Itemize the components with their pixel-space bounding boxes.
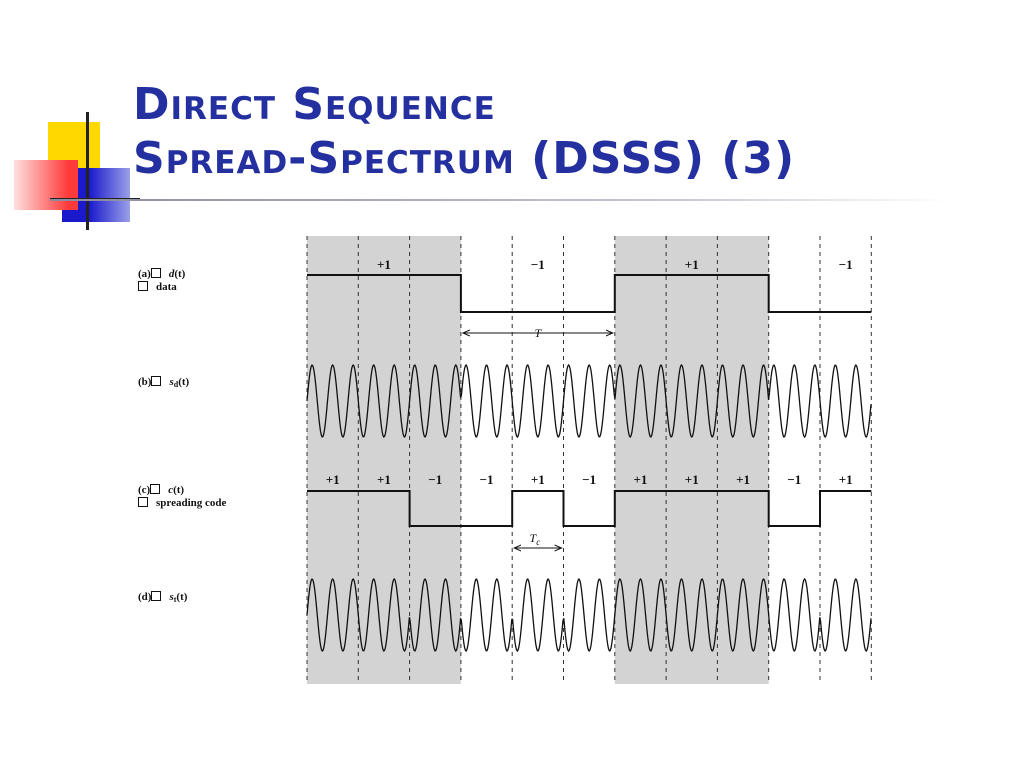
deco-vertical-line: [86, 112, 89, 230]
code-chip-label-7: +1: [633, 472, 647, 487]
title-line-1: Direct Sequence: [133, 79, 496, 130]
code-chip-label-4: −1: [480, 472, 494, 487]
code-chip-label-3: −1: [428, 472, 442, 487]
row-a-label: (a)d(t) data: [138, 268, 186, 293]
data-bit-label-3: +1: [685, 257, 699, 272]
waveform-labels: +1−1+1−1T+1+1−1−1+1−1+1+1+1−1+1Tc: [326, 257, 853, 548]
shaded-bit-1: [307, 236, 461, 684]
code-chip-label-9: +1: [736, 472, 750, 487]
shaded-bit-2: [614, 236, 769, 684]
code-chip-label-10: −1: [787, 472, 801, 487]
title-underline: [50, 199, 950, 201]
code-chip-label-2: +1: [377, 472, 391, 487]
title-line-2: Spread-Spectrum (DSSS) (3): [133, 133, 796, 184]
row-b-label: (b)sd(t): [138, 376, 190, 389]
data-bit-label-2: −1: [531, 257, 545, 272]
st-waveform: [306, 577, 872, 653]
waveforms: [306, 274, 872, 653]
code-chip-label-1: +1: [326, 472, 340, 487]
code-chip-label-6: −1: [582, 472, 596, 487]
data-bit-label-1: +1: [377, 257, 391, 272]
row-a-desc: data: [156, 281, 177, 293]
shaded-regions: [307, 236, 769, 684]
deco-red-square: [14, 160, 78, 210]
code-waveform: [307, 490, 872, 527]
sd-waveform: [306, 363, 872, 439]
code-chip-label-11: +1: [839, 472, 853, 487]
period-T-label: T: [535, 326, 543, 340]
period-Tc-label: Tc: [530, 531, 541, 547]
row-c-label: (c)c(t) spreading code: [138, 484, 227, 509]
code-chip-label-8: +1: [685, 472, 699, 487]
row-d-label: (d)st(t): [138, 591, 188, 604]
slide-title: Direct Sequence Spread-Spectrum (DSSS) (…: [133, 78, 795, 186]
data-bit-label-4: −1: [839, 257, 853, 272]
data-waveform: [307, 274, 872, 313]
row-c-desc: spreading code: [156, 497, 227, 509]
code-chip-label-5: +1: [531, 472, 545, 487]
